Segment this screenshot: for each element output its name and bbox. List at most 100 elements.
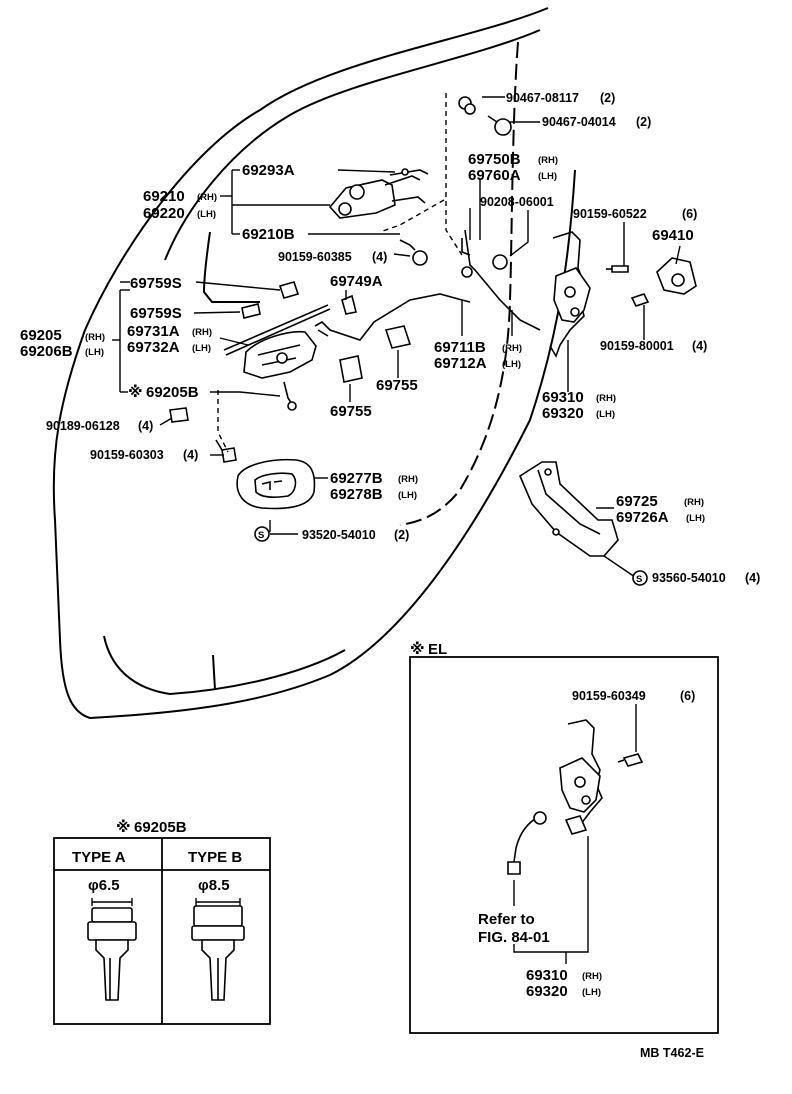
bracket-69725 — [518, 461, 619, 557]
screw-90159-60522 — [606, 265, 629, 273]
type-a-diameter: φ6.5 — [88, 877, 120, 894]
label-90208-06001: 90208-06001 — [480, 195, 554, 209]
striker-69410 — [656, 257, 697, 295]
clip-90189-06128 — [169, 407, 189, 423]
el-door-lock-assembly — [559, 719, 603, 835]
clip-90467-04014 — [487, 115, 512, 136]
cable-69731A — [223, 304, 331, 356]
el-tag-69310-rh: (RH) — [582, 971, 602, 982]
qty-90467-08117: (2) — [600, 91, 615, 105]
label-90159-80001: 90159-80001 — [600, 339, 674, 353]
outside-handle-bracket-69210 — [328, 175, 426, 219]
qty-90159-60522: (6) — [682, 207, 697, 221]
label-69205B: 69205B — [146, 384, 199, 401]
screw-90159-60303 — [215, 439, 237, 463]
clip-90467-08117 — [458, 96, 476, 115]
clip-69755-right — [384, 325, 412, 349]
el-inset: ※ EL 90159-60349 (6) Refer to FIG. 84-01… — [409, 640, 719, 1034]
handle-bezel-69277B — [236, 458, 316, 510]
spring-69293A — [389, 168, 429, 176]
label-69320: 69320 — [542, 405, 584, 422]
label-69220: 69220 — [143, 205, 185, 222]
leader-lines — [112, 93, 681, 578]
label-69278B: 69278B — [330, 486, 383, 503]
label-69759S-upper: 69759S — [130, 275, 182, 292]
qty-90189-06128: (4) — [138, 419, 153, 433]
type-b-diameter: φ8.5 — [198, 877, 230, 894]
label-90159-60385: 90159-60385 — [278, 250, 352, 264]
clip-69759S-upper — [278, 281, 300, 299]
el-label-69310: 69310 — [526, 967, 568, 984]
tag-69206B-lh: (LH) — [85, 347, 104, 358]
qty-90159-80001: (4) — [692, 339, 707, 353]
tag-69310-rh: (RH) — [596, 393, 616, 404]
type-b-header: TYPE B — [188, 849, 242, 866]
el-actuator-connector — [507, 811, 547, 875]
label-69206B: 69206B — [20, 343, 73, 360]
el-refer-line1: Refer to — [478, 911, 535, 928]
label-69277B: 69277B — [330, 470, 383, 487]
figure-code: MB T462-E — [640, 1046, 704, 1060]
label-69750B: 69750B — [468, 151, 521, 168]
type-b-drawing — [191, 898, 245, 1001]
tag-69205-rh: (RH) — [85, 332, 105, 343]
label-69759S-lower: 69759S — [130, 305, 182, 322]
label-69210: 69210 — [143, 188, 185, 205]
label-69712A: 69712A — [434, 355, 487, 372]
qty-90159-60385: (4) — [372, 250, 387, 264]
part-labels: 90467-08117 (2) 90467-04014 (2) 69750B (… — [20, 91, 760, 586]
type-a-header: TYPE A — [72, 849, 126, 866]
label-69725: 69725 — [616, 493, 658, 510]
label-93560-54010: 93560-54010 — [652, 571, 726, 585]
el-label-69320: 69320 — [526, 983, 568, 1000]
mark-69205B: ※ — [128, 383, 143, 401]
qty-93560-54010: (4) — [745, 571, 760, 585]
label-69755-left: 69755 — [330, 403, 372, 420]
screw-90159-60385 — [399, 239, 428, 266]
spring-69205B — [283, 381, 297, 411]
tag-69320-lh: (LH) — [596, 409, 615, 420]
el-box-frame — [409, 656, 719, 1034]
qty-90159-60303: (4) — [183, 448, 198, 462]
label-69310: 69310 — [542, 389, 584, 406]
el-mark: ※ — [410, 640, 425, 658]
label-69749A: 69749A — [330, 273, 383, 290]
el-qty-90159-60349: (6) — [680, 689, 695, 703]
tag-69726A-lh: (LH) — [686, 513, 705, 524]
qty-90467-04014: (2) — [636, 115, 651, 129]
s-symbol-2 — [632, 570, 648, 586]
type-table: ※ 69205B TYPE A TYPE B φ6.5 φ8.5 — [53, 818, 271, 1025]
clip-69749A — [341, 294, 357, 315]
tag-69210-rh: (RH) — [197, 192, 217, 203]
door-lock-assembly-69310 — [549, 231, 591, 358]
s-symbol-1 — [254, 526, 270, 542]
label-69726A: 69726A — [616, 509, 669, 526]
label-90467-08117: 90467-08117 — [506, 91, 579, 105]
el-screw-90159-60349 — [617, 753, 644, 767]
el-title: EL — [428, 641, 447, 658]
label-69732A: 69732A — [127, 339, 180, 356]
tag-69750B-rh: (RH) — [538, 155, 558, 166]
el-tag-69320-lh: (LH) — [582, 987, 601, 998]
door-outline — [52, 7, 576, 720]
el-label-90159-60349: 90159-60349 — [572, 689, 646, 703]
label-69731A: 69731A — [127, 323, 180, 340]
label-69205: 69205 — [20, 327, 62, 344]
tag-69760A-lh: (LH) — [538, 171, 557, 182]
label-69711B: 69711B — [434, 339, 486, 356]
label-93520-54010: 93520-54010 — [302, 528, 376, 542]
s-mark-2: S — [636, 574, 642, 585]
label-90159-60303: 90159-60303 — [90, 448, 164, 462]
tag-69277B-rh: (RH) — [398, 474, 418, 485]
tag-69220-lh: (LH) — [197, 209, 216, 220]
clip-69755-left — [339, 355, 363, 383]
label-69410: 69410 — [652, 227, 694, 244]
screw-90159-80001 — [630, 293, 650, 307]
control-rod-69711B — [314, 293, 471, 341]
label-69760A: 69760A — [468, 167, 521, 184]
tag-69278B-lh: (LH) — [398, 490, 417, 501]
label-90159-60522: 90159-60522 — [573, 207, 647, 221]
type-table-title: 69205B — [134, 819, 187, 836]
label-90189-06128: 90189-06128 — [46, 419, 120, 433]
